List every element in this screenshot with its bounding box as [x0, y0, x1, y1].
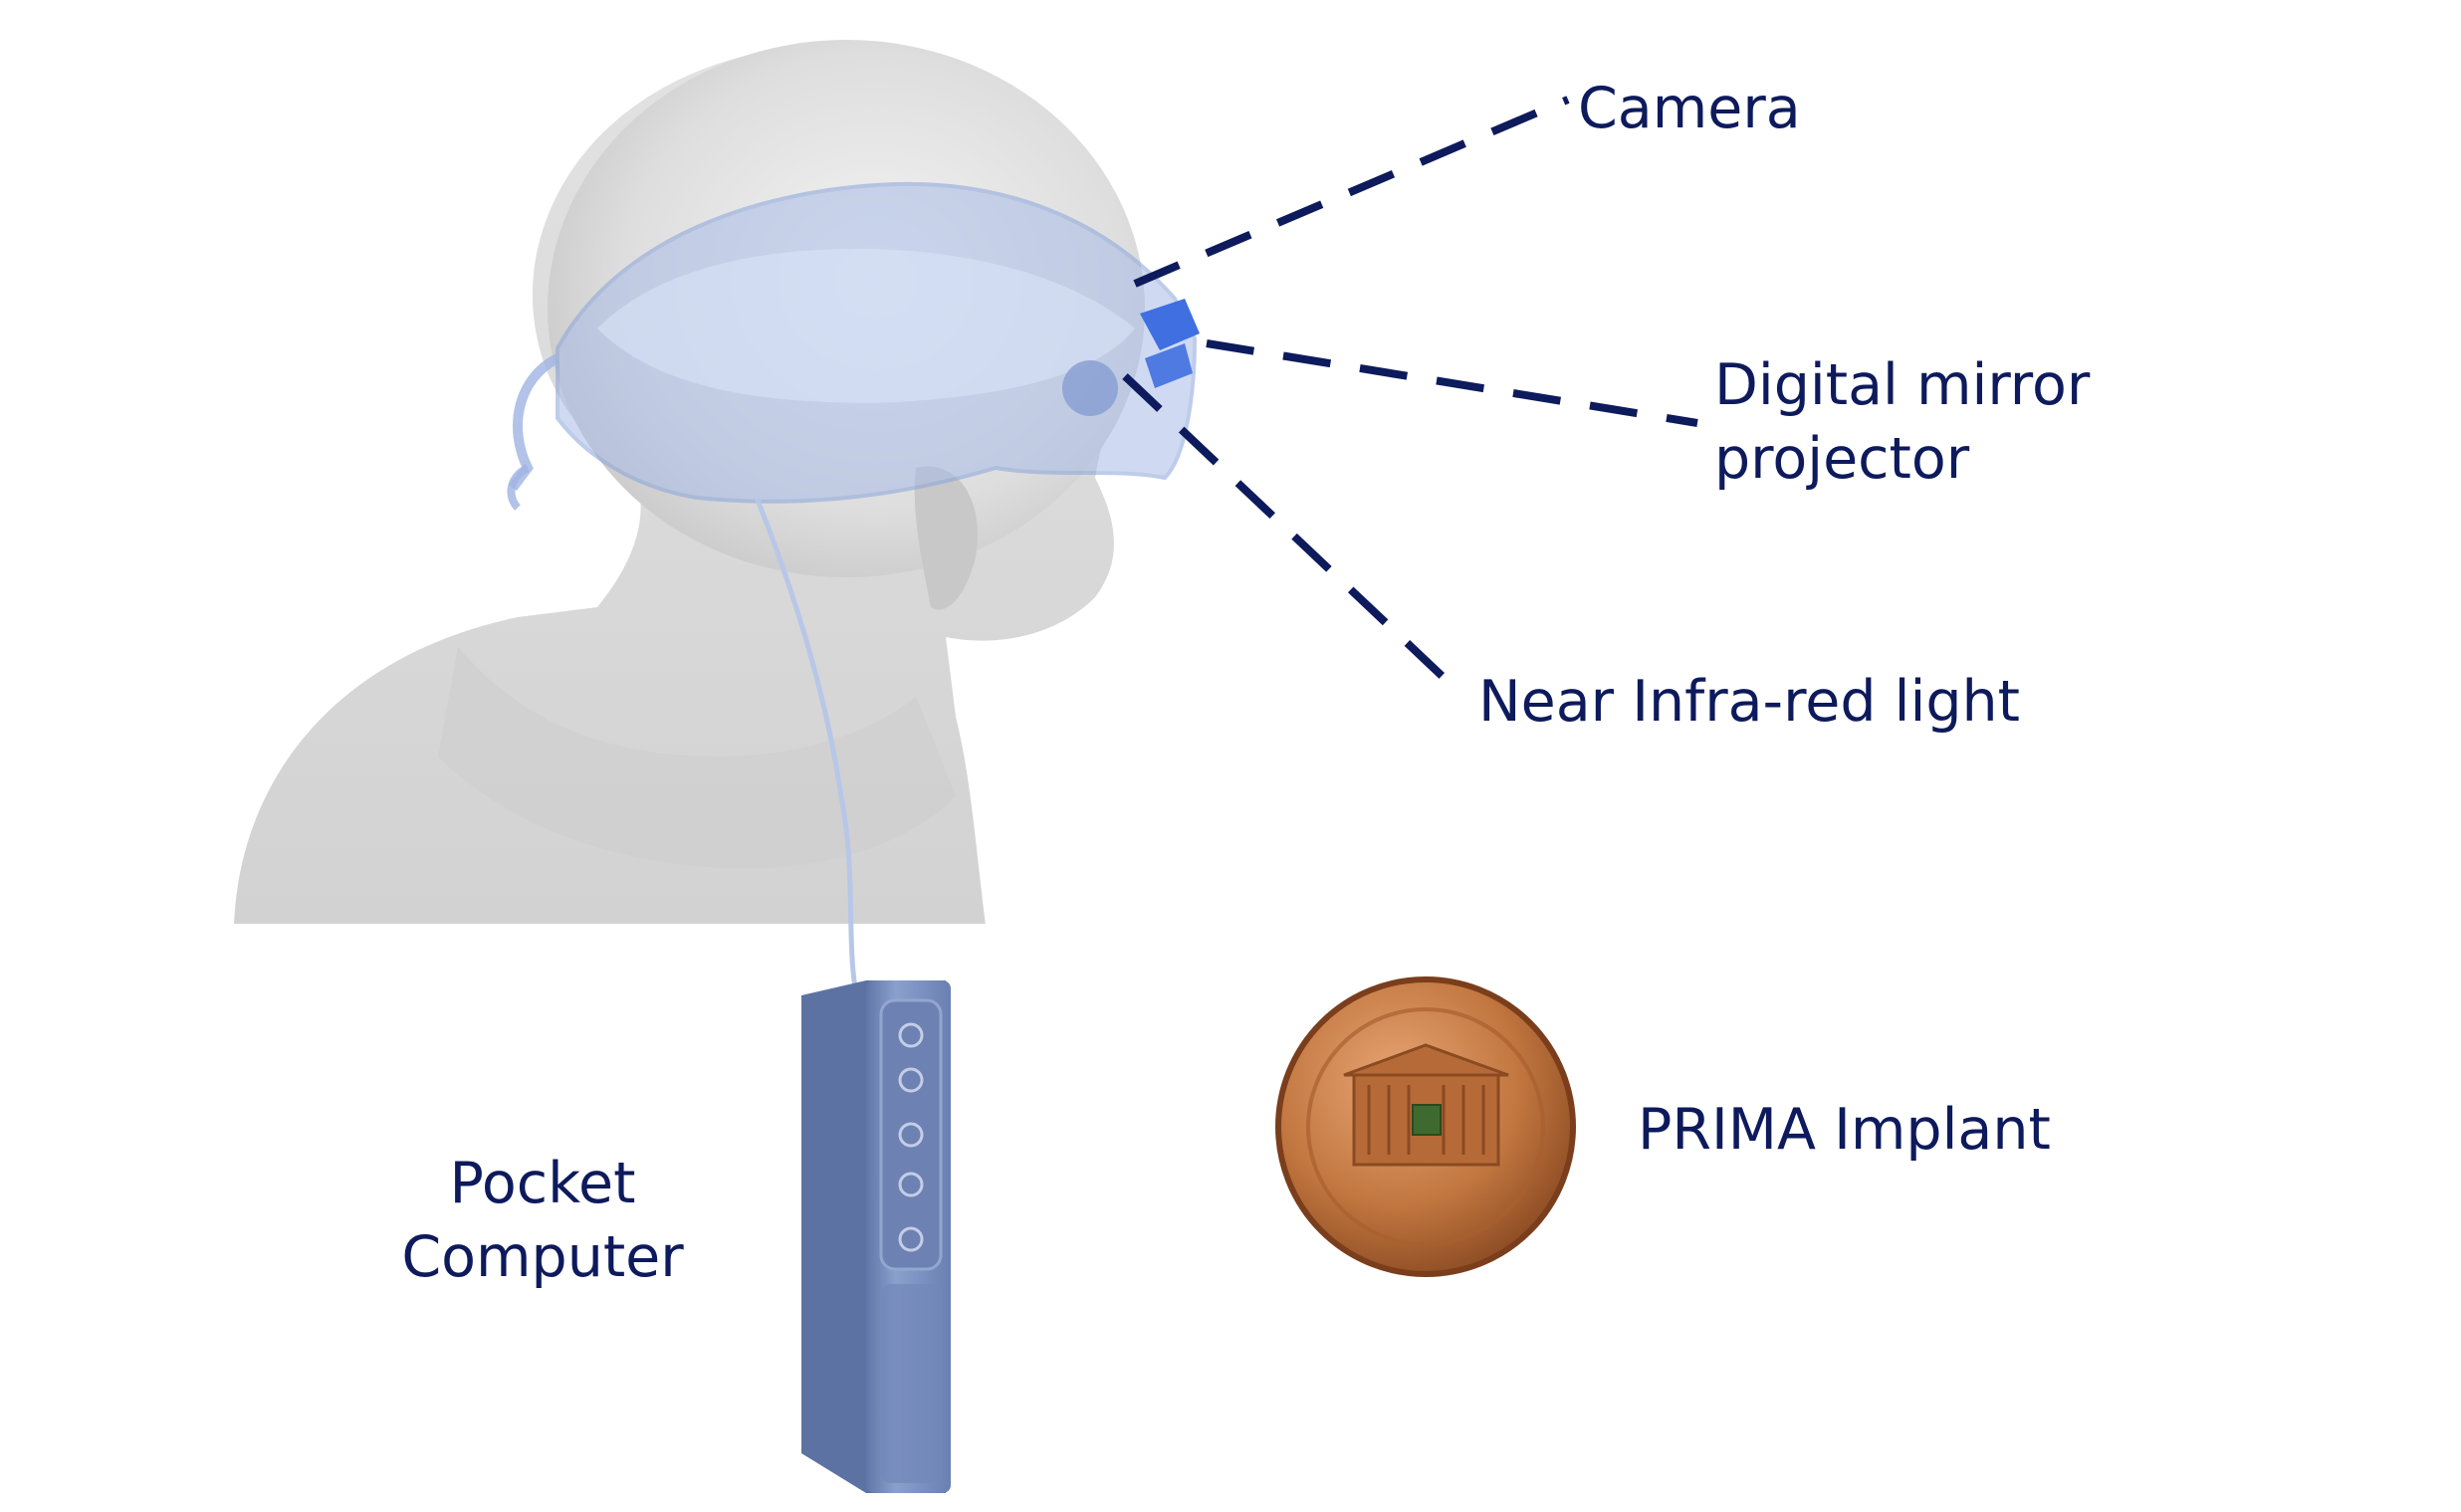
- prima-chip: [1412, 1104, 1442, 1136]
- label-prima-implant: PRIMA Implant: [1638, 1097, 2051, 1163]
- goggles: [507, 181, 1200, 996]
- penny-coin: [1275, 976, 1576, 1277]
- leader-line-camera: [1133, 96, 1570, 288]
- label-camera: Camera: [1578, 76, 1801, 141]
- label-digital-mirror-projector: Digital mirror projector: [1714, 352, 2091, 492]
- projector-block: [1140, 299, 1200, 350]
- label-pocket-computer: Pocket Computer: [401, 1151, 684, 1290]
- label-near-infrared-light: Near Infra-red light: [1478, 669, 2021, 735]
- leader-lines: [1122, 96, 1698, 690]
- pocket-computer-device: [801, 980, 951, 1493]
- leader-line-projector: [1206, 339, 1698, 427]
